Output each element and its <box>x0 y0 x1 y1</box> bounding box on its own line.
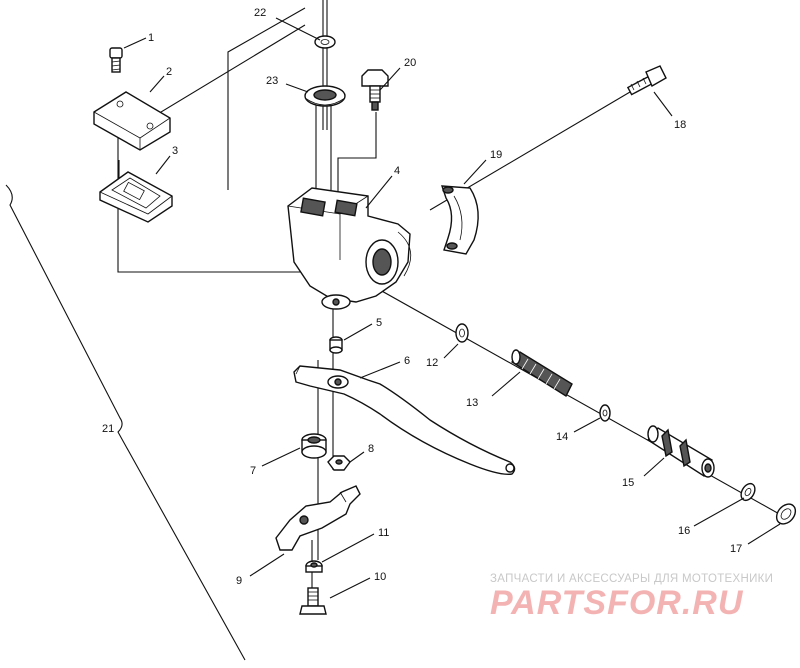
part-bushing-5 <box>329 336 343 354</box>
watermark-brand: PARTSFOR.RU <box>490 584 744 622</box>
part-nut-11 <box>305 560 323 573</box>
callout-21: 21 <box>102 423 114 435</box>
part-washer-12 <box>455 323 469 343</box>
callout-9: 9 <box>236 575 242 587</box>
watermark: ЗАПЧАСТИ И АКСЕССУАРЫ ДЛЯ МОТОТЕХНИКИ PA… <box>490 573 773 622</box>
part-nut-8 <box>327 455 351 471</box>
callout-23: 23 <box>266 75 278 87</box>
part-screw-1 <box>109 47 123 73</box>
callout-2: 2 <box>166 66 172 78</box>
callout-leaders <box>123 17 781 599</box>
callout-11: 11 <box>378 527 389 539</box>
callout-8: 8 <box>368 443 374 455</box>
callout-13: 13 <box>466 397 478 409</box>
callout-16: 16 <box>678 525 690 537</box>
part-piston-15 <box>646 425 715 478</box>
callout-15: 15 <box>622 477 634 489</box>
part-ring-17 <box>775 503 797 525</box>
callout-12: 12 <box>426 357 438 369</box>
part-reservoir-cover-2 <box>93 91 171 151</box>
callout-19: 19 <box>490 149 502 161</box>
part-diaphragm-3 <box>99 171 173 223</box>
part-brake-lever-6 <box>293 365 516 475</box>
part-clamp-19 <box>441 185 479 255</box>
exploded-axis-lines <box>5 0 791 661</box>
callout-7: 7 <box>250 465 256 477</box>
part-washer-14 <box>599 404 611 422</box>
callout-labels: 1 2 3 4 5 6 7 8 9 10 11 12 13 14 15 16 1… <box>102 7 742 587</box>
callout-6: 6 <box>404 355 410 367</box>
callout-17: 17 <box>730 543 742 555</box>
callout-1: 1 <box>148 32 154 44</box>
part-master-cylinder-4 <box>287 187 412 310</box>
callout-5: 5 <box>376 317 382 329</box>
part-screw-18 <box>626 65 667 96</box>
part-spring-7 <box>301 433 327 459</box>
callout-22: 22 <box>254 7 266 19</box>
watermark-tagline: ЗАПЧАСТИ И АКСЕССУАРЫ ДЛЯ МОТОТЕХНИКИ <box>490 573 773 585</box>
part-bracket-9 <box>275 485 361 551</box>
part-bolt-10 <box>299 587 327 615</box>
part-washer-16 <box>740 482 756 502</box>
part-washer-22 <box>314 35 336 49</box>
part-spring-13 <box>510 349 573 398</box>
callout-3: 3 <box>172 145 178 157</box>
part-bleed-screw-20 <box>361 69 389 111</box>
callout-18: 18 <box>674 119 686 131</box>
callout-14: 14 <box>556 431 568 443</box>
callout-4: 4 <box>394 165 400 177</box>
callout-10: 10 <box>374 571 386 583</box>
part-boot-23 <box>304 85 346 107</box>
callout-20: 20 <box>404 57 416 69</box>
